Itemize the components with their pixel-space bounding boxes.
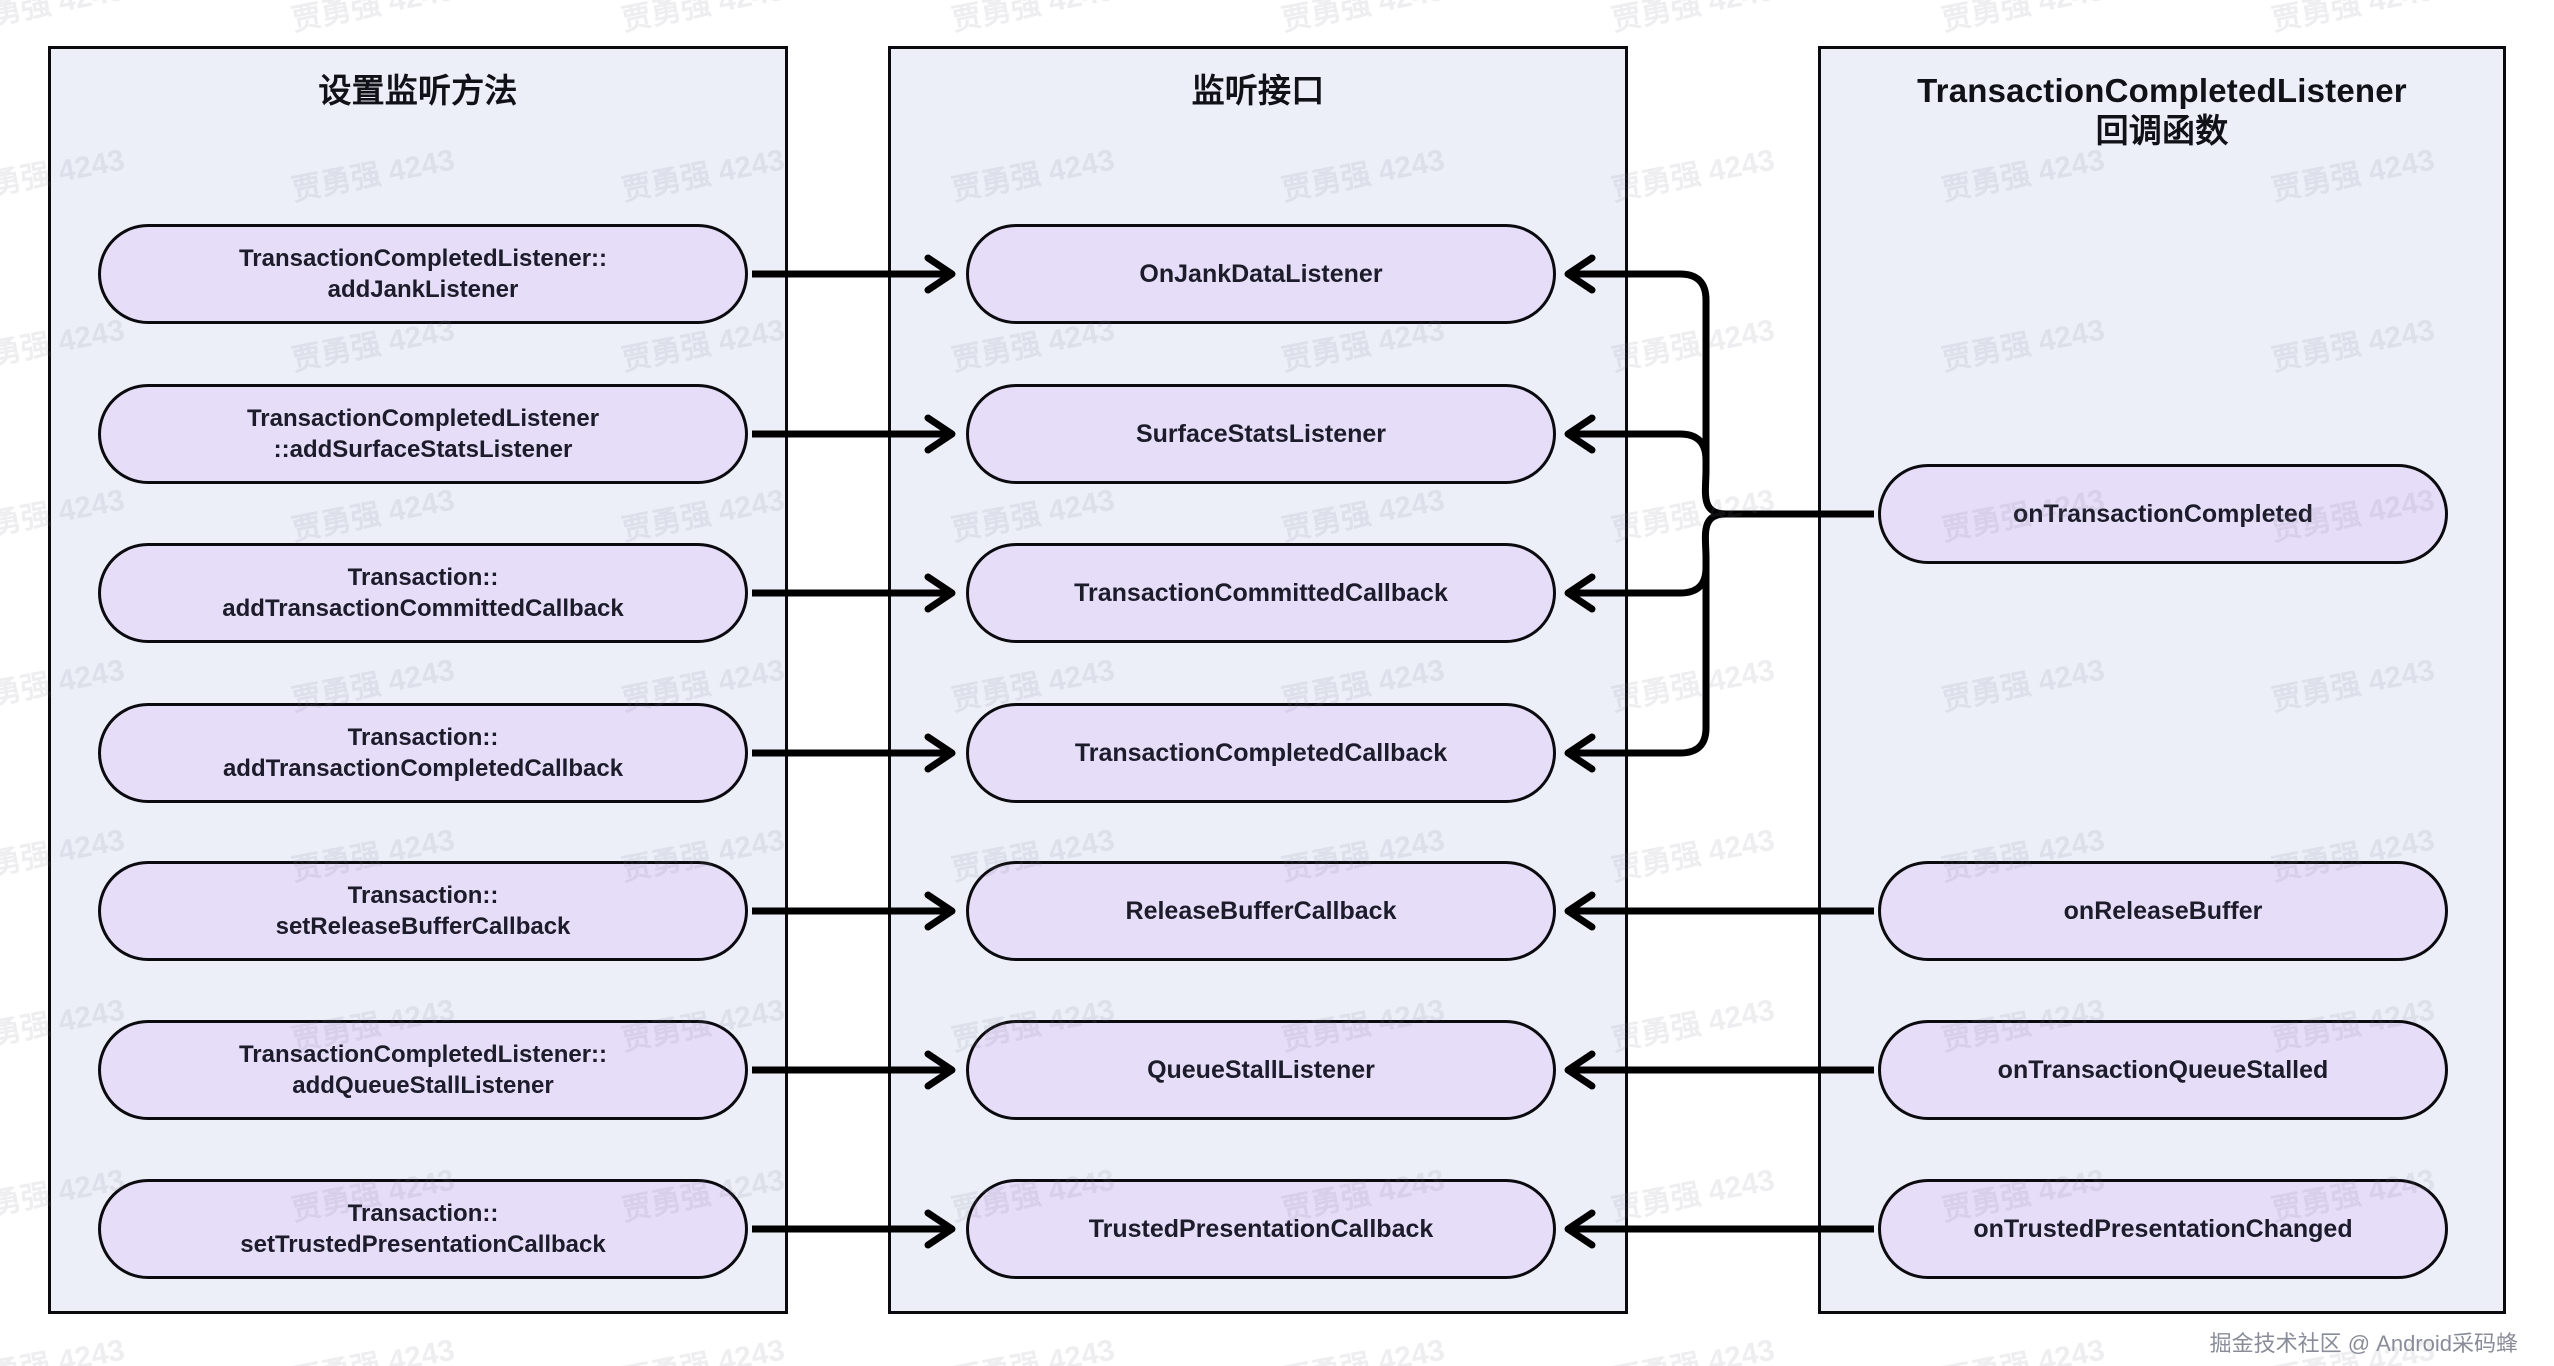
lane-title-callbacks: TransactionCompletedListener 回调函数 [1821,71,2503,152]
node-callback-on-release-buffer[interactable]: onReleaseBuffer [1878,861,2448,961]
node-interface-2[interactable]: TransactionCommittedCallback [966,543,1556,643]
watermark-tile: 贾勇强 4243 [1609,483,1778,548]
watermark-tile: 贾勇强 4243 [289,0,458,38]
lane-title-setter-methods: 设置监听方法 [318,72,518,109]
node-setter-1[interactable]: TransactionCompletedListener ::addSurfac… [98,384,748,484]
watermark-tile: 贾勇强 4243 [0,0,127,38]
node-setter-2[interactable]: Transaction:: addTransactionCommittedCal… [98,543,748,643]
node-setter-5[interactable]: TransactionCompletedListener:: addQueueS… [98,1020,748,1120]
lane-title-listener-interfaces: 监听接口 [1191,72,1325,109]
watermark-tile: 贾勇强 4243 [619,1333,788,1366]
node-interface-5[interactable]: QueueStallListener [966,1020,1556,1120]
node-interface-0[interactable]: OnJankDataListener [966,224,1556,324]
watermark-tile: 贾勇强 4243 [1279,1333,1448,1366]
watermark-tile: 贾勇强 4243 [1609,653,1778,718]
watermark-tile: 贾勇强 4243 [949,0,1118,38]
node-setter-3[interactable]: Transaction:: addTransactionCompletedCal… [98,703,748,803]
watermark-tile: 贾勇强 4243 [1609,1163,1778,1228]
lane-title-callbacks-main: TransactionCompletedListener [1917,72,2407,109]
watermark-tile: 贾勇强 4243 [1939,1333,2108,1366]
node-setter-4[interactable]: Transaction:: setReleaseBufferCallback [98,861,748,961]
node-callback-on-transaction-completed[interactable]: onTransactionCompleted [1878,464,2448,564]
node-setter-0[interactable]: TransactionCompletedListener:: addJankLi… [98,224,748,324]
watermark-tile: 贾勇强 4243 [1939,0,2108,38]
watermark-tile: 贾勇强 4243 [0,1333,128,1366]
node-interface-1[interactable]: SurfaceStatsListener [966,384,1556,484]
watermark-tile: 贾勇强 4243 [1609,823,1778,888]
watermark-tile: 贾勇强 4243 [1609,993,1778,1058]
credit-watermark: 掘金技术社区 @ Android采码蜂 [2209,1331,2518,1356]
node-interface-4[interactable]: ReleaseBufferCallback [966,861,1556,961]
watermark-tile: 贾勇强 4243 [1609,1333,1778,1366]
node-setter-6[interactable]: Transaction:: setTrustedPresentationCall… [98,1179,748,1279]
watermark-tile: 贾勇强 4243 [619,0,788,38]
watermark-tile: 贾勇强 4243 [1279,0,1448,38]
watermark-tile: 贾勇强 4243 [1609,313,1778,378]
node-interface-6[interactable]: TrustedPresentationCallback [966,1179,1556,1279]
node-callback-on-trusted-presentation-changed[interactable]: onTrustedPresentationChanged [1878,1179,2448,1279]
lane-title-callbacks-sub: 回调函数 [2095,112,2229,150]
node-callback-on-transaction-queue-stalled[interactable]: onTransactionQueueStalled [1878,1020,2448,1120]
watermark-tile: 贾勇强 4243 [289,1333,458,1366]
watermark-tile: 贾勇强 4243 [1609,0,1778,38]
watermark-tile: 贾勇强 4243 [949,1333,1118,1366]
watermark-tile: 贾勇强 4243 [2269,0,2438,38]
node-interface-3[interactable]: TransactionCompletedCallback [966,703,1556,803]
watermark-tile: 贾勇强 4243 [1609,143,1778,208]
lane-callbacks: TransactionCompletedListener 回调函数 [1818,46,2506,1314]
